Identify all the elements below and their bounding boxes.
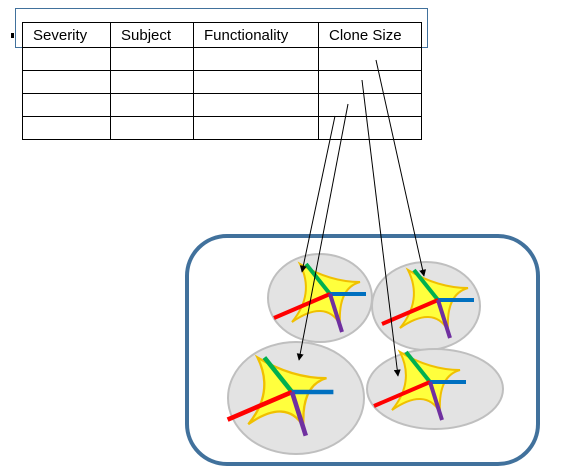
table-cell <box>22 70 111 94</box>
table-cell <box>110 116 194 140</box>
cell-container <box>185 234 540 466</box>
arrow-to-cell-3 <box>296 103 349 361</box>
header-subject: Subject <box>110 22 194 48</box>
table-row <box>22 93 422 117</box>
arrow-to-cell-1 <box>299 115 336 273</box>
header-severity: Severity <box>22 22 111 48</box>
edge-mark <box>11 33 14 38</box>
attribute-table: Severity Subject Functionality Clone Siz… <box>22 22 422 140</box>
arrow-to-cell-2 <box>375 59 427 277</box>
table-row <box>22 116 422 140</box>
table-cell <box>318 116 422 140</box>
table-row <box>22 70 422 94</box>
table-cell <box>193 116 319 140</box>
table-cell <box>318 93 422 117</box>
table-cell <box>193 93 319 117</box>
arrow-to-cell-4 <box>361 79 401 377</box>
header-functionality: Functionality <box>193 22 319 48</box>
table-cell <box>318 70 422 94</box>
header-clone-size: Clone Size <box>318 22 422 48</box>
table-header-row: Severity Subject Functionality Clone Siz… <box>22 22 422 48</box>
table-cell <box>193 70 319 94</box>
table-row <box>22 47 422 71</box>
table-cell <box>22 116 111 140</box>
table-cell <box>193 47 319 71</box>
